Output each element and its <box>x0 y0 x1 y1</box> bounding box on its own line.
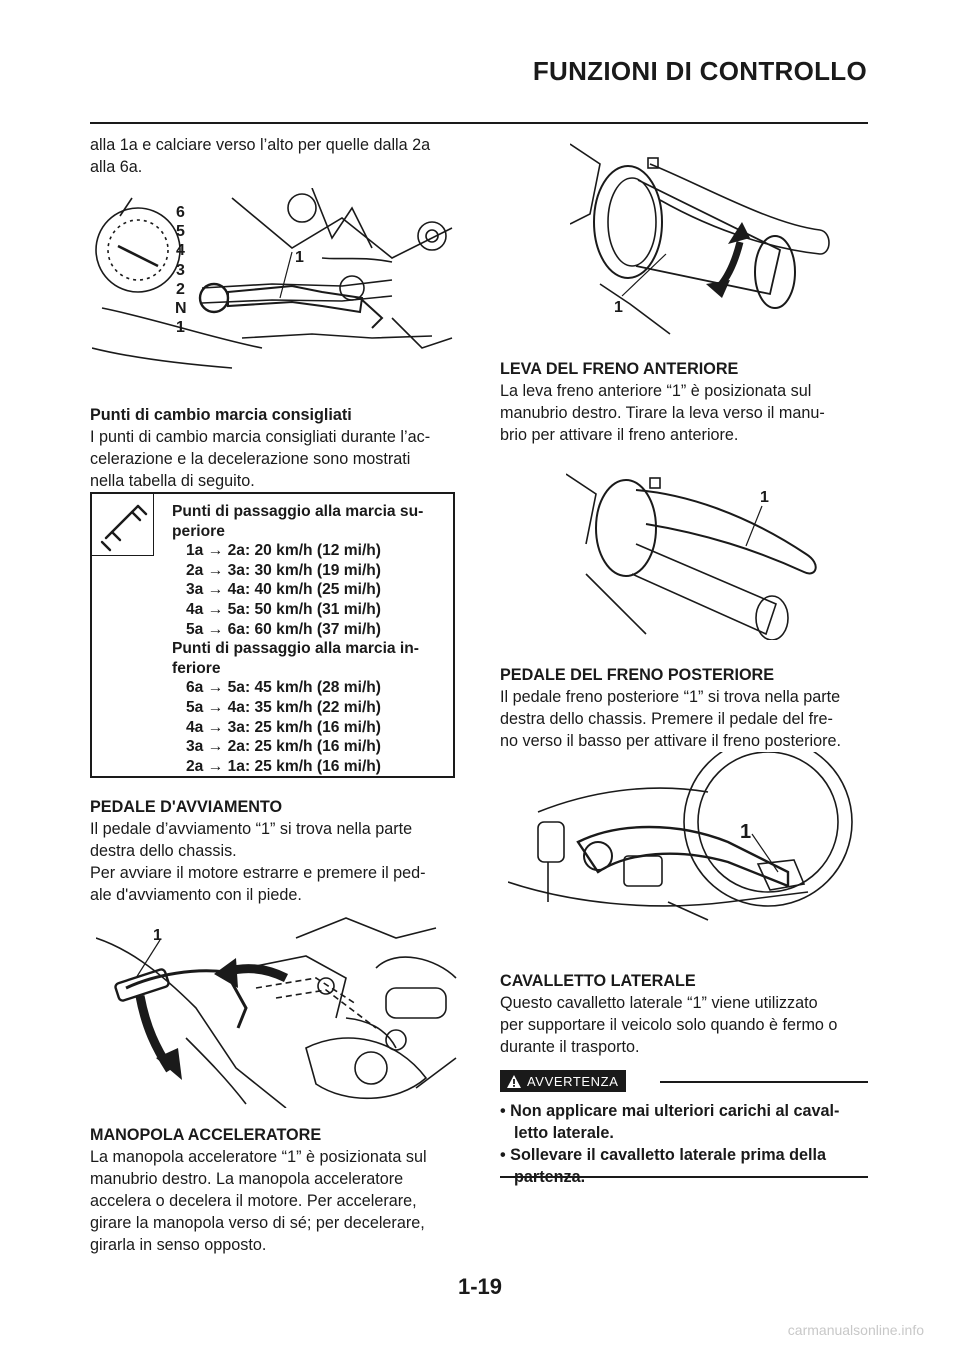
gear-label: 4 <box>176 242 185 259</box>
figure-callout: 1 <box>153 927 162 944</box>
gear-label: 6 <box>176 204 185 221</box>
spec-box: Punti di passaggio alla marcia su- perio… <box>90 492 455 778</box>
body-line: durante il trasporto. <box>500 1038 640 1056</box>
header-rule <box>90 122 868 124</box>
section-heading: Punti di cambio marcia consigliati <box>90 406 352 424</box>
section-heading: PEDALE DEL FRENO POSTERIORE <box>500 666 775 684</box>
rear-brake-section: PEDALE DEL FRENO POSTERIORE Il pedale fr… <box>500 664 868 752</box>
spec-group-title: Punti di passaggio alla marcia su- <box>172 503 424 520</box>
throttle-section: MANOPOLA ACCELERATORE La manopola accele… <box>90 1124 458 1256</box>
spec-row: 2a → 3a: 30 km/h (19 mi/h) <box>186 561 381 579</box>
spec-content: Punti di passaggio alla marcia su- perio… <box>172 502 452 776</box>
spec-row: 2a → 1a: 25 km/h (16 mi/h) <box>186 757 381 775</box>
body-line: per supportare il veicolo solo quando è … <box>500 1016 838 1034</box>
warning-rule <box>660 1081 868 1083</box>
spec-row: 1a → 2a: 20 km/h (12 mi/h) <box>186 542 381 560</box>
spec-row: 6a → 5a: 45 km/h (28 mi/h) <box>186 679 381 697</box>
body-line: ale d'avviamento con il piede. <box>90 886 302 904</box>
warning-item: • Sollevare il cavalletto laterale prima… <box>500 1146 826 1186</box>
figure-callout: 1 <box>295 249 304 266</box>
watermark: carmanualsonline.info <box>787 1322 924 1338</box>
body-line: destra dello chassis. Premere il pedale … <box>500 710 833 728</box>
body-line: I punti di cambio marcia consigliati dur… <box>90 428 431 446</box>
warning-triangle-icon <box>507 1074 521 1088</box>
body-line: Questo cavalletto laterale “1” viene uti… <box>500 994 818 1012</box>
kickstarter-section: PEDALE D'AVVIAMENTO Il pedale d’avviamen… <box>90 796 458 906</box>
spec-icon-cell <box>92 494 154 556</box>
gear-label: N <box>175 300 187 317</box>
spec-row: 3a → 2a: 25 km/h (16 mi/h) <box>186 738 381 756</box>
body-line: brio per attivare il freno anteriore. <box>500 426 739 444</box>
section-heading: LEVA DEL FRENO ANTERIORE <box>500 360 739 378</box>
page-number: 1-19 <box>457 1274 503 1299</box>
throttle-grip-illustration: 1 <box>570 134 840 344</box>
warning-bottom-rule <box>500 1176 868 1178</box>
shift-pedal-illustration: 6 5 4 3 2 N 1 1 <box>92 188 456 374</box>
body-line: no verso il basso per attivare il freno … <box>500 732 842 750</box>
spec-row: 3a → 4a: 40 km/h (25 mi/h) <box>186 581 381 599</box>
kickstarter-illustration: 1 <box>96 908 460 1108</box>
warning-block: AVVERTENZA • Non applicare mai ulteriori… <box>500 1070 868 1188</box>
body-line: Il pedale freno posteriore “1” si trova … <box>500 688 841 706</box>
body-line: girare la manopola verso di sé; per dece… <box>90 1214 425 1232</box>
warning-item: • Non applicare mai ulteriori carichi al… <box>500 1102 840 1142</box>
spec-row: 5a → 4a: 35 km/h (22 mi/h) <box>186 698 381 716</box>
section-heading: PEDALE D'AVVIAMENTO <box>90 798 283 816</box>
figure-callout: 1 <box>760 489 769 506</box>
warning-badge: AVVERTENZA <box>500 1070 627 1092</box>
spec-group-title: periore <box>172 522 225 540</box>
body-line: celerazione e la decelerazione sono most… <box>90 450 411 468</box>
spec-group-title: Punti di passaggio alla marcia in- <box>172 640 419 658</box>
body-line: Per avviare il motore estrarre e premere… <box>90 864 426 882</box>
page-title: FUNZIONI DI CONTROLLO <box>532 56 867 86</box>
body-line: manubrio destro. La manopola accelerator… <box>90 1170 404 1188</box>
spec-row: 4a → 5a: 50 km/h (31 mi/h) <box>186 600 381 618</box>
front-brake-section: LEVA DEL FRENO ANTERIORE La leva freno a… <box>500 358 868 446</box>
figure-callout: 1 <box>740 821 751 843</box>
body-line: nella tabella di seguito. <box>90 472 255 490</box>
spec-row: 5a → 6a: 60 km/h (37 mi/h) <box>186 620 381 638</box>
section-heading: CAVALLETTO LATERALE <box>500 972 696 990</box>
caliper-icon <box>100 504 148 552</box>
body-line: girarla in senso opposto. <box>90 1236 267 1254</box>
front-brake-lever-illustration: 1 <box>566 454 836 640</box>
shift-points-section: Punti di cambio marcia consigliati I pun… <box>90 404 458 492</box>
spec-group-title: feriore <box>172 659 221 677</box>
body-line: manubrio destro. Tirare la leva verso il… <box>500 404 825 422</box>
intro-line: alla 1a e calciare verso l’alto per quel… <box>90 136 431 154</box>
intro-line: alla 6a. <box>90 158 143 176</box>
gear-label: 2 <box>176 281 185 298</box>
body-line: accelera o decelera il motore. Per accel… <box>90 1192 417 1210</box>
spec-row: 4a → 3a: 25 km/h (16 mi/h) <box>186 718 381 736</box>
left-column: alla 1a e calciare verso l’alto per quel… <box>90 134 458 178</box>
gear-label: 5 <box>176 223 185 240</box>
rear-brake-pedal-illustration: 1 <box>508 752 868 922</box>
section-heading: MANOPOLA ACCELERATORE <box>90 1126 322 1144</box>
body-line: La manopola acceleratore “1” è posiziona… <box>90 1148 427 1166</box>
gear-label: 3 <box>176 262 185 279</box>
sidestand-section: CAVALLETTO LATERALE Questo cavalletto la… <box>500 970 868 1058</box>
figure-callout: 1 <box>614 299 623 316</box>
body-line: destra dello chassis. <box>90 842 237 860</box>
gear-label: 1 <box>176 319 185 336</box>
warning-badge-label: AVVERTENZA <box>527 1073 619 1089</box>
body-line: Il pedale d’avviamento “1” si trova nell… <box>90 820 413 838</box>
body-line: La leva freno anteriore “1” è posizionat… <box>500 382 812 400</box>
